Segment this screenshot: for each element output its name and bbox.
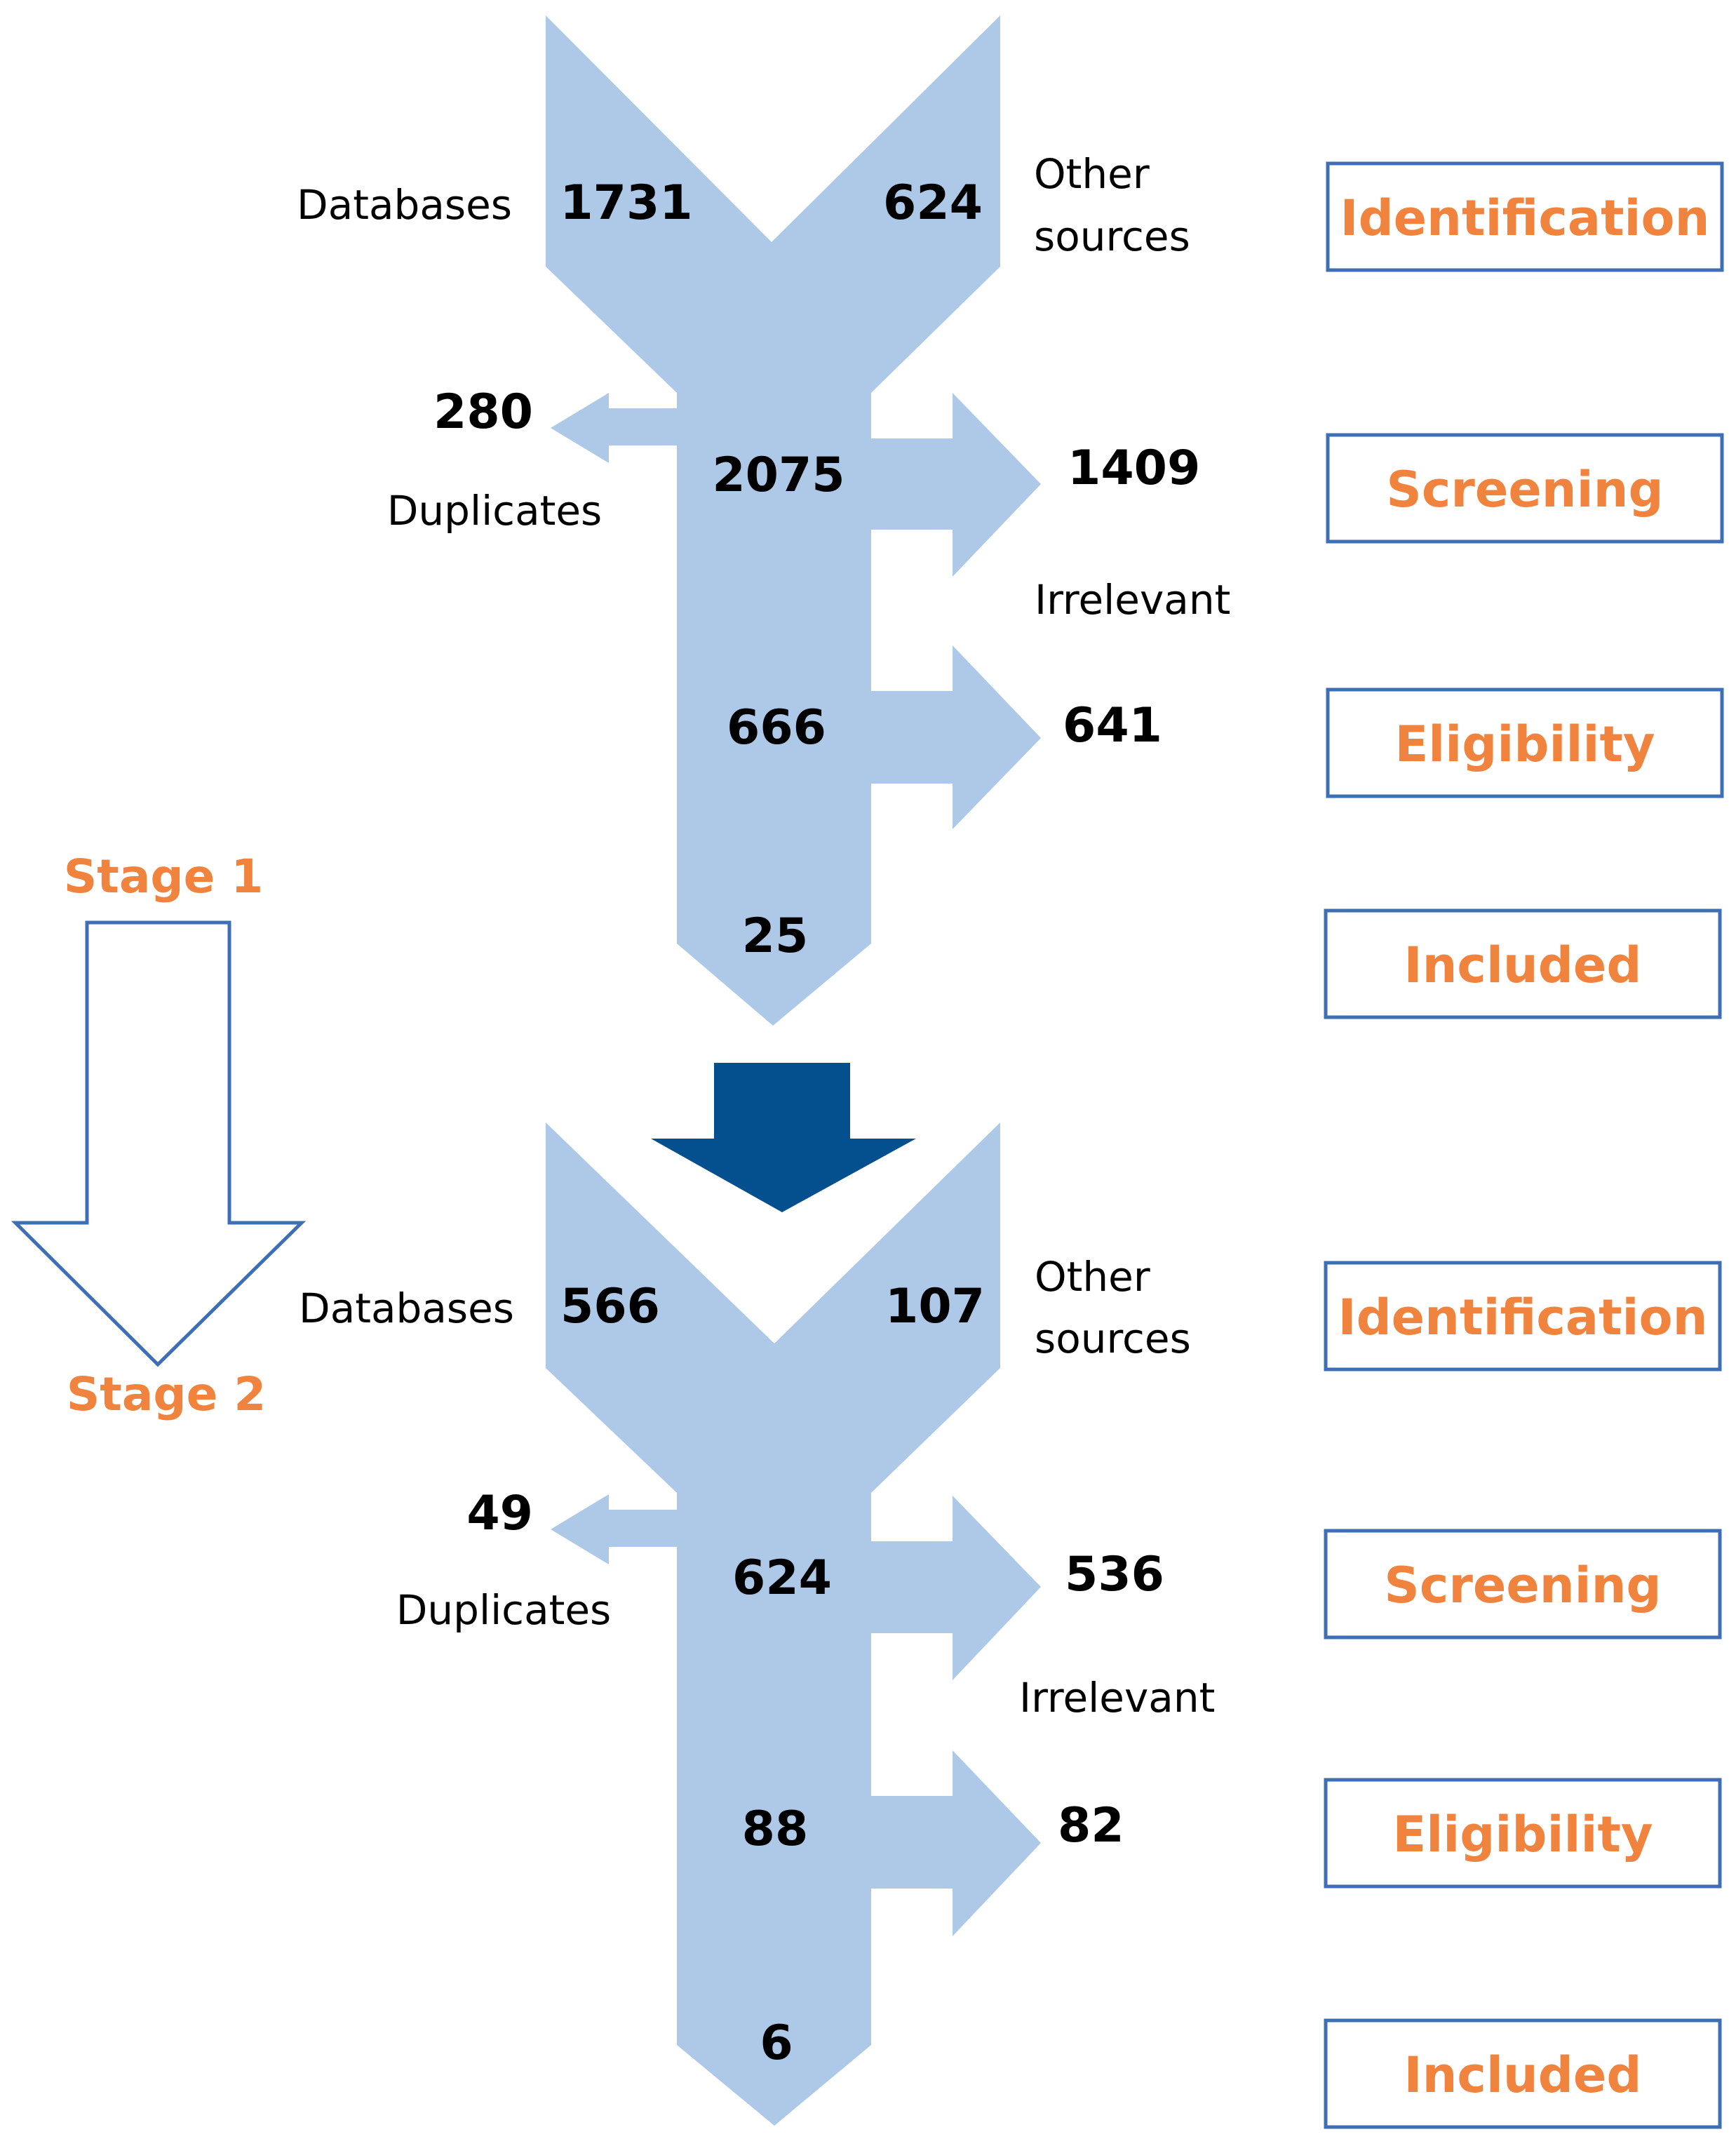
phase-label-eligibility: Eligibility [1394, 716, 1655, 773]
stage-1-duplicates-arrow [551, 393, 678, 463]
stage-1-eligible-count: 666 [727, 700, 826, 756]
stage-2-other-sources-label-line1: Other [1035, 1253, 1150, 1301]
phase-box-included-1: Included [1324, 908, 1722, 1019]
stage-2-duplicates-label: Duplicates [396, 1586, 612, 1634]
phase-label-screening: Screening [1386, 461, 1663, 518]
stage-1-duplicates-count: 280 [433, 384, 533, 440]
phase-label-identification: Identification [1340, 189, 1710, 247]
stage-2-other-sources-label-line2: sources [1035, 1315, 1191, 1362]
phase-box-identification-1: Identification [1326, 161, 1724, 272]
stage-1-label: Stage 1 [64, 850, 264, 904]
stage-2-databases-count: 566 [560, 1279, 660, 1334]
stage-2-eligibility-excluded-count: 82 [1058, 1798, 1124, 1853]
stage-1-irrelevant-count: 1409 [1068, 441, 1200, 496]
stage-2-funnel-shape [546, 1122, 1000, 2126]
phase-label-eligibility: Eligibility [1392, 1806, 1653, 1863]
phase-box-eligibility-2: Eligibility [1324, 1778, 1722, 1889]
stage-1-funnel-shape [546, 15, 1000, 1026]
phase-label-included: Included [1404, 937, 1642, 994]
stage-1-other-sources-count: 624 [883, 175, 983, 231]
phase-label-included: Included [1404, 2046, 1642, 2104]
stage-2-eligibility-arrow [871, 1750, 1041, 1936]
phase-label-screening: Screening [1384, 1557, 1661, 1614]
stage-1-included-count: 25 [742, 908, 809, 964]
phase-box-eligibility-1: Eligibility [1326, 688, 1724, 798]
stage-1-eligibility-arrow [871, 645, 1041, 829]
stage-2-included-count: 6 [760, 2016, 793, 2071]
stage-1-irrelevant-arrow [871, 393, 1041, 577]
stage-2-irrelevant-arrow [871, 1496, 1041, 1680]
stage-1-other-sources-label-line1: Other [1034, 150, 1150, 198]
stage-1-funnel [546, 15, 1041, 1026]
stage-2-label: Stage 2 [67, 1367, 267, 1421]
stage-2-other-sources-count: 107 [885, 1279, 985, 1334]
stage-progress-arrow [11, 920, 307, 1367]
stage-1-other-sources-label-line2: sources [1034, 213, 1190, 260]
stage-1-screened-count: 2075 [712, 448, 845, 503]
phase-label-identification: Identification [1338, 1289, 1708, 1346]
phase-box-identification-2: Identification [1324, 1261, 1722, 1372]
stage-2-irrelevant-count: 536 [1065, 1547, 1164, 1602]
stage-connector-arrow [651, 1063, 916, 1212]
stage-2-duplicates-count: 49 [466, 1486, 533, 1541]
stage-1-irrelevant-label: Irrelevant [1035, 576, 1230, 624]
stage-1-databases-label: Databases [297, 181, 512, 229]
phase-box-included-2: Included [1324, 2018, 1722, 2129]
stage-1-eligibility-excluded-count: 641 [1063, 698, 1162, 753]
stage-1-databases-count: 1731 [560, 175, 692, 231]
stage-2-screened-count: 624 [732, 1550, 832, 1606]
stage-2-funnel [546, 1122, 1041, 2126]
phase-box-screening-2: Screening [1324, 1529, 1722, 1639]
stage-2-irrelevant-label: Irrelevant [1019, 1674, 1215, 1722]
stage-2-eligible-count: 88 [742, 1802, 809, 1857]
stage-1-duplicates-label: Duplicates [387, 487, 603, 535]
stage-2-duplicates-arrow [551, 1494, 678, 1564]
phase-box-screening-1: Screening [1326, 433, 1724, 544]
stage-2-databases-label: Databases [299, 1285, 514, 1332]
